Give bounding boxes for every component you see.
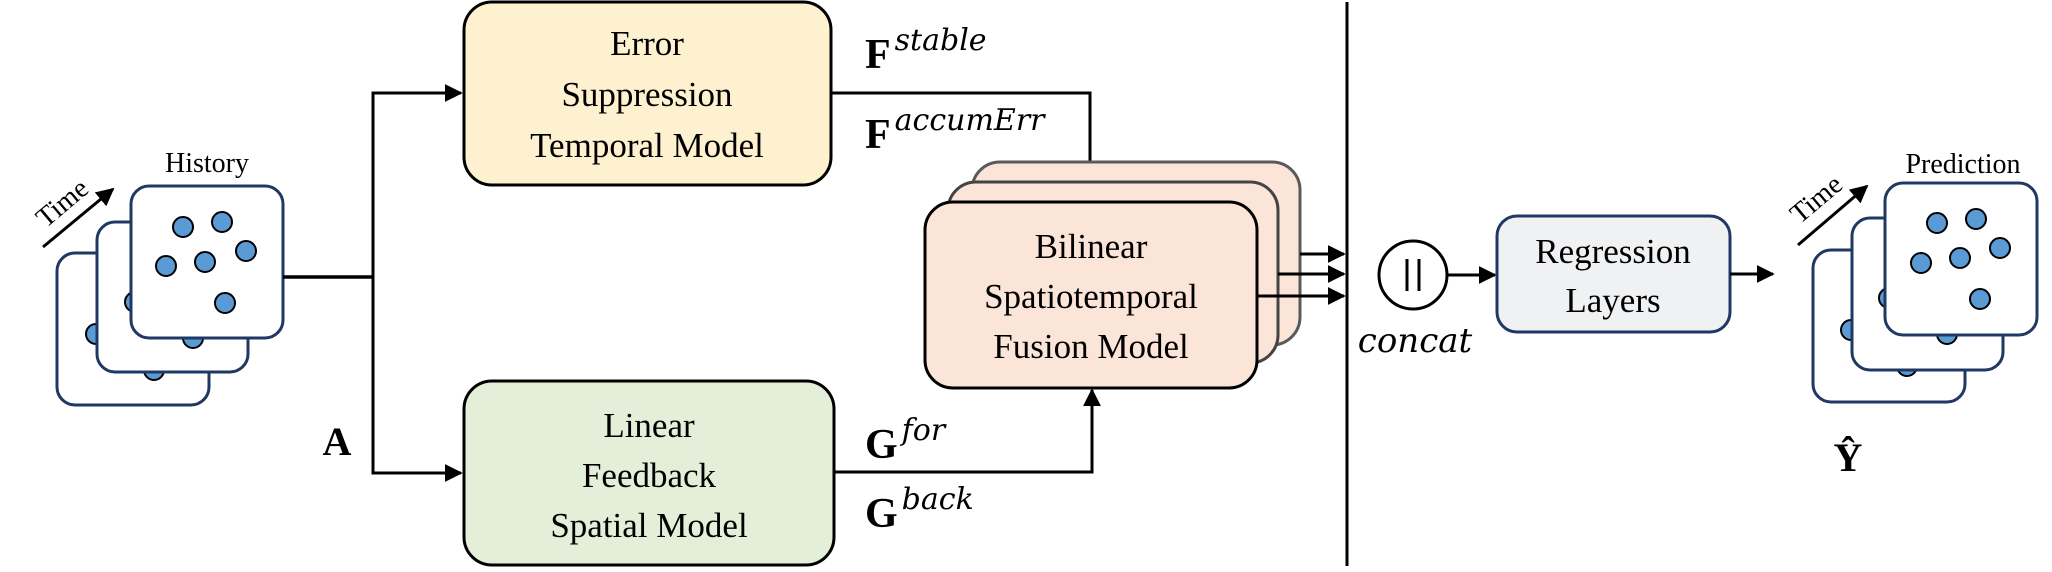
f-stable-sup: stable bbox=[895, 23, 987, 58]
graph-node bbox=[1910, 252, 1932, 274]
graph-node bbox=[1926, 212, 1948, 234]
prediction-symbol: Ŷ bbox=[1834, 435, 1863, 480]
temporal-model-line-3: Temporal Model bbox=[530, 126, 764, 165]
adjacency-symbol: A bbox=[323, 419, 352, 464]
spatial-to-fusion bbox=[834, 388, 1101, 474]
temporal-model-box: Error Suppression Temporal Model bbox=[462, 0, 833, 187]
f-accumerr-sup: accumErr bbox=[895, 103, 1046, 138]
f-accumerr-base: F bbox=[865, 112, 891, 158]
spatial-model-box: Linear Feedback Spatial Model bbox=[462, 379, 836, 567]
branch-to-spatial bbox=[371, 277, 463, 482]
regression-layers-box: Regression Layers bbox=[1495, 214, 1732, 334]
graph-node bbox=[1949, 247, 1971, 269]
fusion-model-line-1: Bilinear bbox=[1035, 227, 1148, 266]
fusion-model-line-2: Spatiotemporal bbox=[984, 277, 1198, 316]
regression-line-1: Regression bbox=[1535, 232, 1691, 271]
concat-label: concat bbox=[1358, 321, 1473, 361]
graph-node bbox=[214, 292, 236, 314]
g-back-sup: back bbox=[902, 482, 974, 517]
graph-node bbox=[172, 216, 194, 238]
graph-node bbox=[235, 240, 257, 262]
spatial-model-line-2: Feedback bbox=[582, 456, 717, 495]
regression-line-2: Layers bbox=[1565, 281, 1660, 320]
prediction-time-arrow bbox=[1797, 184, 1869, 247]
history-label: History bbox=[165, 148, 249, 179]
time-arrow bbox=[42, 187, 115, 249]
g-for-base: G bbox=[865, 422, 898, 468]
fusion-model-line-3: Fusion Model bbox=[993, 327, 1189, 366]
temporal-model-line-2: Suppression bbox=[561, 75, 732, 114]
fusion-model-stack: Bilinear Spatiotemporal Fusion Model bbox=[923, 160, 1302, 390]
prediction-stack bbox=[1811, 181, 2039, 404]
prediction-label: Prediction bbox=[1905, 149, 2020, 180]
branch-to-temporal bbox=[371, 84, 463, 277]
temporal-model-line-1: Error bbox=[610, 24, 684, 63]
graph-node bbox=[1989, 237, 2011, 259]
f-stable-base: F bbox=[865, 32, 891, 78]
g-for-sup: for bbox=[900, 413, 947, 448]
time-label: Time bbox=[30, 173, 94, 234]
graph-node bbox=[1969, 288, 1991, 310]
graph-node bbox=[1965, 208, 1987, 230]
history-stack bbox=[55, 184, 285, 407]
concat-operator bbox=[1377, 239, 1449, 311]
concat-circle bbox=[1377, 239, 1449, 311]
graph-node bbox=[194, 251, 216, 273]
graph-node bbox=[155, 255, 177, 277]
prediction-time-label: Time bbox=[1784, 169, 1848, 230]
g-back-base: G bbox=[865, 491, 898, 537]
spatial-model-line-3: Spatial Model bbox=[550, 506, 748, 545]
graph-node bbox=[211, 211, 233, 233]
spatial-model-line-1: Linear bbox=[603, 406, 695, 445]
